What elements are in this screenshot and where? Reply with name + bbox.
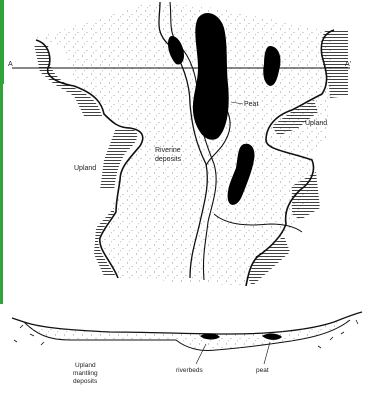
frame-left-bottom bbox=[0, 84, 3, 304]
peat-section-leader bbox=[264, 342, 270, 364]
section-label-upland-1: Upland bbox=[75, 362, 96, 369]
section-label-a: A bbox=[8, 61, 13, 68]
section-label-upland-2: mantling bbox=[73, 370, 98, 377]
riverine-deposits-label-1: Riverine bbox=[155, 147, 181, 154]
riverine-deposits-label-2: deposits bbox=[155, 156, 182, 163]
upland-label-right: Upland bbox=[305, 120, 327, 127]
cross-section: Upland mantling deposits riverbeds peat bbox=[12, 312, 362, 385]
upland-label-left: Upland bbox=[74, 165, 96, 172]
peat-body-large bbox=[193, 13, 229, 140]
section-stipple bbox=[24, 320, 350, 351]
section-label-riverbeds: riverbeds bbox=[176, 367, 203, 374]
frame-left-top bbox=[0, 0, 4, 84]
section-label-a-prime: A' bbox=[345, 61, 351, 68]
peat-label-plan: Peat bbox=[244, 101, 258, 108]
section-label-upland-3: deposits bbox=[73, 378, 98, 385]
valley-stipple bbox=[36, 2, 332, 286]
section-label-peat: peat bbox=[256, 367, 269, 374]
